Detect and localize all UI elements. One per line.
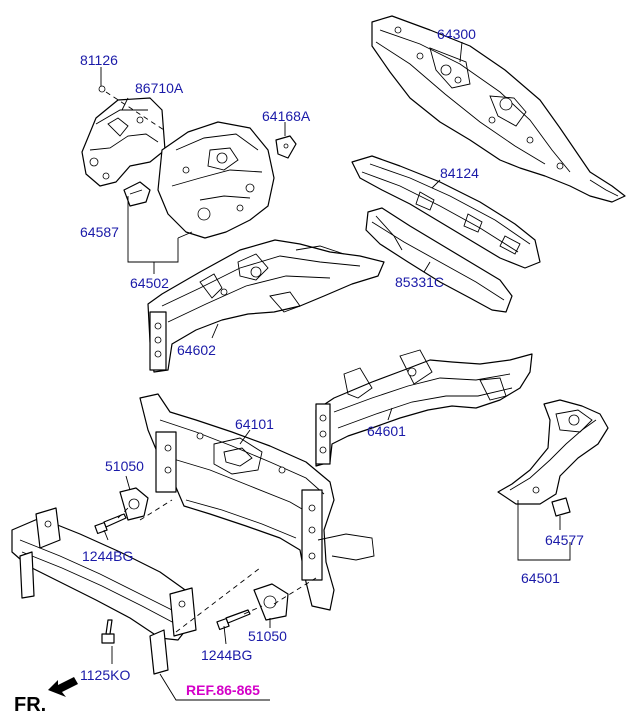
bumper-beam [11,507,197,675]
front-direction-label: FR. [14,694,47,716]
part-label-51050-top: 51050 [105,458,144,474]
part-label-1125ko: 1125KO [80,667,131,683]
bolt-1244bg-top [94,513,127,535]
part-label-1244bg-top: 1244BG [82,548,134,564]
part-label-64577: 64577 [545,532,584,548]
bracket-64577 [551,497,571,517]
bracket-64587 [123,181,151,207]
radiator-support-64101 [139,393,375,611]
part-label-64502: 64502 [130,275,169,291]
part-label-85331c: 85331C [395,274,445,290]
bolt-1125ko [101,619,115,644]
fender-apron-64502 [157,121,275,239]
part-label-64300: 64300 [437,26,476,42]
reference-link[interactable]: REF.86-865 [186,682,260,698]
dash-panel-64300 [371,15,626,203]
fender-apron-64501 [497,399,609,517]
part-label-64168a: 64168A [262,108,311,124]
front-arrow-icon [48,677,78,697]
cowl-panel-84124 [351,155,541,269]
part-label-64501: 64501 [521,570,560,586]
part-label-1244bg-bottom: 1244BG [201,647,253,663]
part-label-64587: 64587 [80,224,119,240]
bolt-1244bg-bottom [216,609,251,631]
splash-shield-86710a [81,97,166,187]
clip-81126 [98,85,106,93]
part-label-86710a: 86710A [135,80,184,96]
part-label-81126: 81126 [80,52,118,68]
cover-85331c [365,207,513,313]
part-label-64101: 64101 [235,416,274,432]
part-label-64602: 64602 [177,342,216,358]
side-member-64602 [147,239,385,373]
side-member-64601 [315,349,533,467]
part-label-84124: 84124 [440,165,479,181]
part-label-51050-bottom: 51050 [248,628,287,644]
part-label-64601: 64601 [367,423,406,439]
